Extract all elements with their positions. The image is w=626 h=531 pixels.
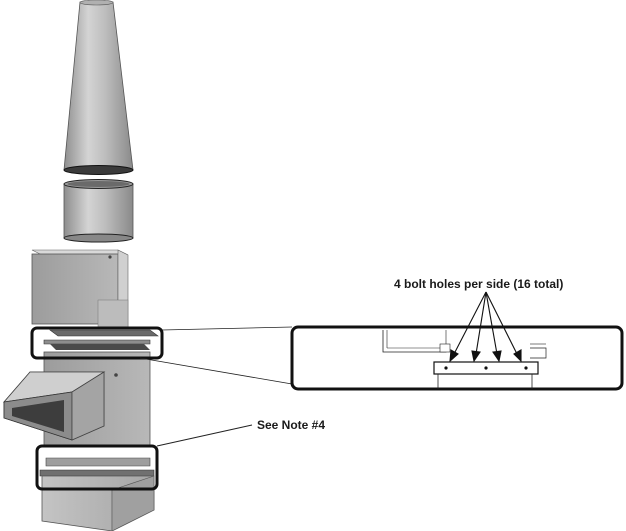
detail-frame: [290, 325, 624, 391]
base-section: [41, 475, 155, 531]
upper-transition-box: [31, 249, 129, 329]
lower-flange-callout-box: [35, 444, 159, 491]
bolt-hole-arrows: [449, 291, 522, 363]
see-note-label: See Note #4: [257, 418, 325, 432]
bolt-holes-label: 4 bolt holes per side (16 total): [394, 277, 563, 291]
inlet-hood: [2, 371, 106, 441]
lower-flange-plate: [39, 457, 155, 477]
stack-cylinder: [63, 179, 134, 243]
detail-leader-line-top: [161, 326, 293, 331]
upper-flange-callout-box: [30, 326, 164, 360]
note-leader-line: [156, 424, 253, 447]
detail-leader-line-bottom: [139, 357, 293, 385]
discharge-cone: [63, 0, 134, 175]
upper-flange-plate: [43, 329, 159, 350]
flange-detail-view: [290, 325, 624, 391]
